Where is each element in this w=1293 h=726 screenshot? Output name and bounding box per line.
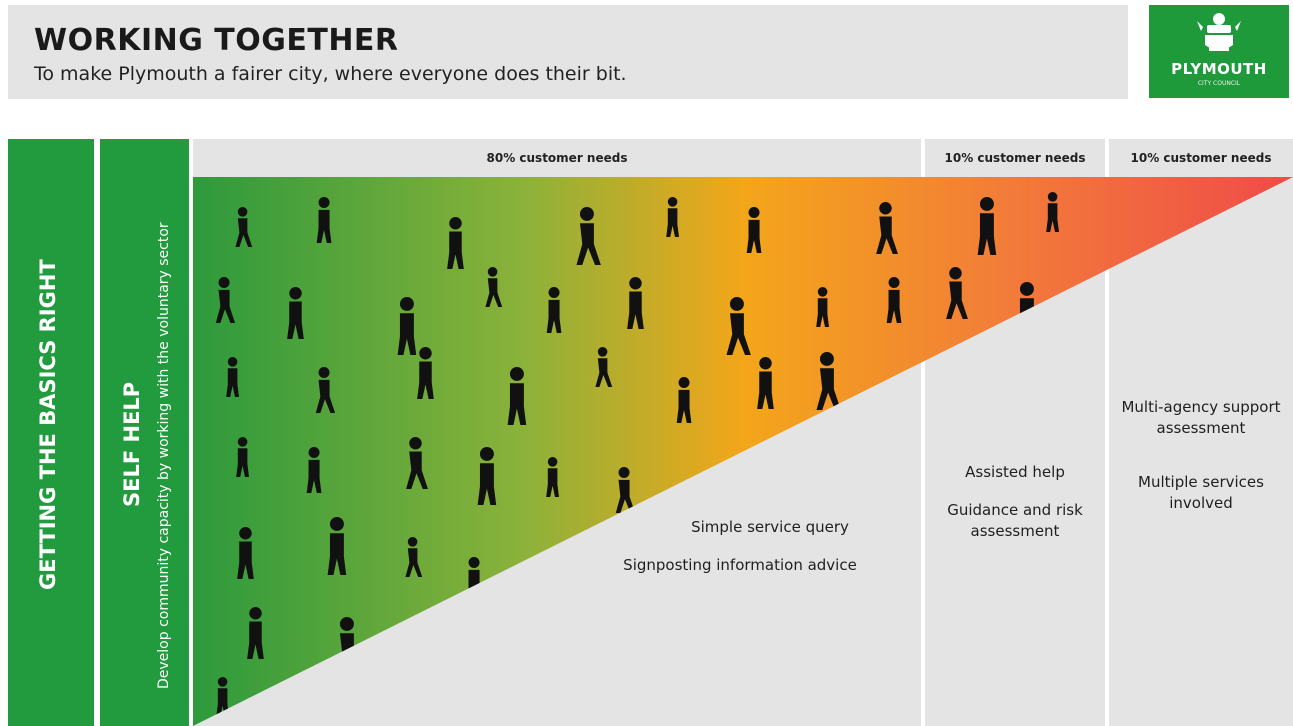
person-icon [816, 352, 841, 410]
zone-first-text-2: Signposting information advice [623, 556, 857, 574]
logo-subtitle: CITY COUNCIL [1197, 80, 1241, 87]
person-icon [287, 287, 304, 339]
zone-second-text-2: Guidance and risk assessment [947, 501, 1083, 540]
band-10-b-label: 10% customer needs [1130, 151, 1272, 165]
plymouth-logo: PLYMOUTH CITY COUNCIL [1149, 5, 1289, 98]
gradient-triangle [193, 177, 1293, 726]
person-icon [397, 297, 417, 355]
person-icon [237, 527, 254, 579]
self-help-column [100, 139, 189, 726]
zone-third-text-1: Multi-agency support assessment [1121, 398, 1281, 437]
person-icon [235, 207, 253, 247]
zone-third-text-2: Multiple services involved [1138, 473, 1264, 512]
person-icon [546, 457, 559, 497]
person-icon [946, 267, 968, 319]
person-icon [746, 207, 762, 253]
person-icon [876, 202, 898, 254]
needs-triangle [193, 177, 1293, 726]
person-icon [327, 517, 347, 575]
person-icon [627, 277, 644, 329]
people-figures [215, 192, 1059, 717]
self-help-description: Develop community capacity by working wi… [156, 222, 172, 689]
band-10-a: 10% customer needs [925, 139, 1105, 177]
person-icon [676, 377, 692, 423]
person-icon [247, 607, 264, 659]
person-icon [316, 197, 332, 243]
person-icon [546, 287, 562, 333]
person-icon [477, 447, 497, 505]
header-banner: WORKING TOGETHER To make Plymouth a fair… [8, 5, 1128, 99]
basics-column [8, 139, 94, 726]
band-80: 80% customer needs [193, 139, 921, 177]
person-icon [1046, 192, 1059, 232]
person-icon [977, 197, 997, 255]
person-icon [485, 267, 503, 307]
band-80-label: 80% customer needs [486, 151, 628, 165]
logo-name: PLYMOUTH [1171, 60, 1267, 78]
person-icon [757, 357, 774, 409]
person-icon [406, 437, 428, 489]
person-icon [886, 277, 902, 323]
band-10-a-label: 10% customer needs [944, 151, 1086, 165]
crest-icon [1197, 13, 1241, 51]
person-icon [816, 287, 829, 327]
self-help-title: SELF HELP [120, 381, 144, 507]
person-icon [507, 367, 527, 425]
zone-third-panel [1109, 177, 1293, 726]
zone-first-text-1: Simple service query [691, 518, 849, 536]
person-icon [447, 217, 464, 269]
person-icon [576, 207, 601, 265]
person-icon [215, 277, 236, 323]
person-icon [666, 197, 679, 237]
person-icon [595, 347, 613, 387]
basics-label: GETTING THE BASICS RIGHT [36, 259, 60, 590]
person-icon [466, 557, 482, 603]
page-title: WORKING TOGETHER [34, 23, 399, 58]
page-subtitle: To make Plymouth a fairer city, where ev… [34, 63, 627, 85]
person-icon [226, 357, 239, 397]
person-icon [405, 537, 423, 577]
person-icon [726, 297, 751, 355]
band-10-b: 10% customer needs [1109, 139, 1293, 177]
person-icon [615, 467, 636, 513]
zone-second-text-1: Assisted help [965, 463, 1065, 481]
person-icon [315, 367, 336, 413]
person-icon [306, 447, 322, 493]
person-icon [236, 437, 249, 477]
person-icon [1017, 282, 1037, 340]
person-icon [417, 347, 434, 399]
